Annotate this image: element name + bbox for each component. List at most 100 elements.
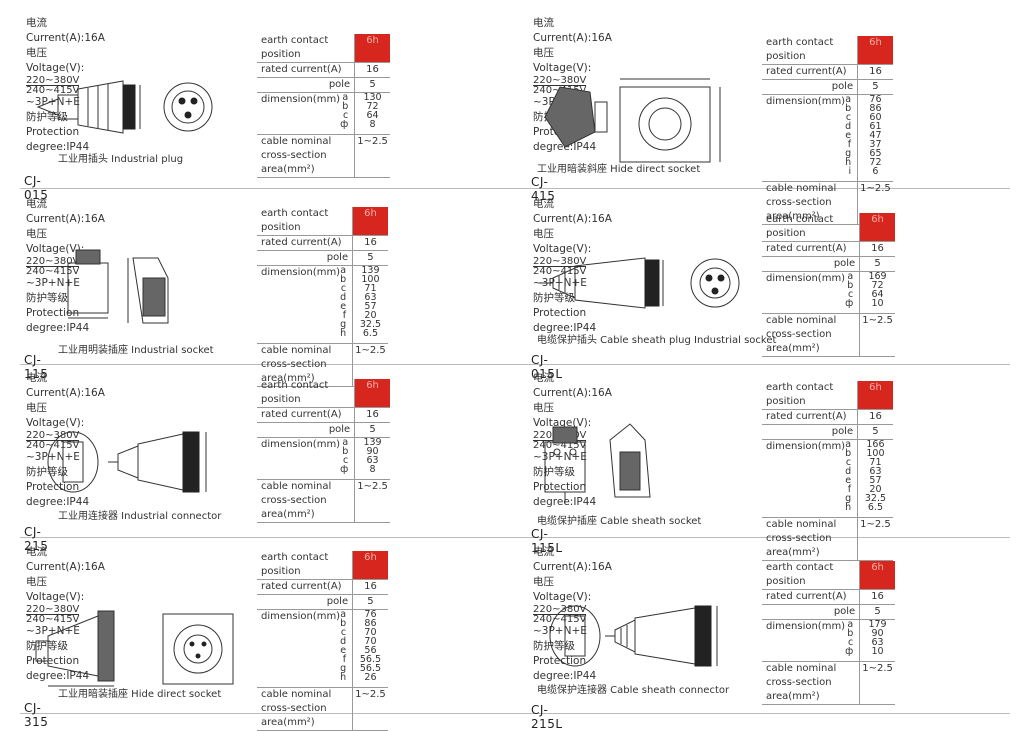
rated-value: 16 <box>859 241 895 257</box>
dimension-letter: c <box>342 455 349 466</box>
model-number: CJ-215 <box>24 525 49 553</box>
dimension-value: 72 <box>366 101 379 112</box>
model-number: CJ-115L <box>531 527 563 555</box>
dimension-letter: ф <box>845 646 854 657</box>
product-caption: 电缆保护插座 Cable sheath socket <box>537 516 702 527</box>
dimension-letter: i <box>848 166 852 177</box>
dimension-letter: a <box>847 271 854 282</box>
cable-value: 1~2.5 <box>859 661 895 705</box>
spec-block: 电流 Current(A):16A 电压 Voltage(V): 220~380… <box>26 16 105 155</box>
rated-row: rated current(A)16 <box>257 407 390 423</box>
dimension-letter: a <box>340 265 347 276</box>
dimension-letter: c <box>340 283 347 294</box>
protection-spec: 防护等级 Protection degree:IP44 <box>26 466 90 508</box>
dimension-value: 71 <box>869 457 882 468</box>
product-caption: 工业用暗装插座 Hide direct socket <box>58 689 222 700</box>
dimension-value: 60 <box>869 112 882 123</box>
spec-block: 电流 Current(A):16A 电压 Voltage(V): 220~380… <box>533 371 612 510</box>
model-number: CJ-415 <box>531 175 556 203</box>
dimension-value: 47 <box>869 130 882 141</box>
dimension-value: 6 <box>872 166 879 177</box>
rated-row: rated current(A)16 <box>762 64 893 80</box>
spec-block: 电流 Current(A):16A 电压 Voltage(V): 220~380… <box>533 545 612 684</box>
rated-value: 16 <box>354 62 390 78</box>
dimension-value: 65 <box>869 148 882 159</box>
dimension-value: 76 <box>869 94 882 105</box>
dimension-value: 70 <box>364 627 377 638</box>
dimension-value: 6.5 <box>867 502 883 513</box>
dimension-value: 56.5 <box>359 654 382 665</box>
dimension-letter: f <box>342 654 347 665</box>
model-number: CJ-015 <box>24 174 49 202</box>
model-number: CJ-215L <box>531 703 563 731</box>
socket-drawing-icon <box>544 423 651 504</box>
protection-spec: 防护等级 Protection degree:IP44 <box>26 292 90 334</box>
dimension-letter: b <box>845 103 852 114</box>
dimension-value: 26 <box>364 672 377 683</box>
dimension-value: 139 <box>363 437 382 448</box>
dimension-value: 63 <box>364 292 377 303</box>
dimension-value: 64 <box>366 110 379 121</box>
dimension-value: 86 <box>869 103 882 114</box>
dimension-value: 90 <box>871 628 884 639</box>
section-divider <box>20 364 1010 365</box>
product-caption: 工业用明装插座 Industrial socket <box>58 345 214 356</box>
spec-block: 电流 Current(A):16A 电压 Voltage(V): 220~380… <box>533 197 612 336</box>
earth-value: 6h <box>354 34 390 63</box>
dimension-value: 72 <box>871 280 884 291</box>
dimension-value: 100 <box>361 274 380 285</box>
dimension-letter: a <box>845 439 852 450</box>
dimension-value: 166 <box>866 439 885 450</box>
current-spec: 电流 Current(A):16A <box>26 17 105 44</box>
connector-drawing-icon <box>549 605 718 667</box>
rated-row: rated current(A)16 <box>257 579 388 595</box>
current-spec: 电流 Current(A):16A <box>533 17 612 44</box>
dimension-value: 57 <box>869 475 882 486</box>
dimension-letter: g <box>845 493 852 504</box>
pole-value: 5 <box>859 604 895 620</box>
earth-value: 6h <box>859 561 895 590</box>
dimension-letter: h <box>340 672 347 683</box>
dimension-letter: g <box>340 663 347 674</box>
dimension-value: 71 <box>364 283 377 294</box>
rated-row: rated current(A)16 <box>257 235 388 251</box>
dimension-value: 61 <box>869 121 882 132</box>
dimension-letter: a <box>340 609 347 620</box>
protection-spec: 防护等级 Protection degree:IP44 <box>26 111 90 153</box>
rated-row: rated current(A)16 <box>762 589 895 605</box>
dimension-letter: b <box>342 446 349 457</box>
earth-value: 6h <box>354 379 390 408</box>
current-spec: 电流 Current(A):16A <box>533 198 612 225</box>
dimension-letter: d <box>845 466 852 477</box>
dimension-letter: ф <box>845 298 854 309</box>
rated-value: 16 <box>354 407 390 423</box>
cable-value: 1~2.5 <box>354 134 390 178</box>
cable-value: 1~2.5 <box>352 687 388 731</box>
product-caption: 工业用暗装斜座 Hide direct socket <box>537 164 701 175</box>
dimension-letter: b <box>340 274 347 285</box>
product-caption: 电缆保护连接器 Cable sheath connector <box>537 685 730 696</box>
dimension-letter: ф <box>340 464 349 475</box>
spec-block: 电流 Current(A):16A 电压 Voltage(V): 220~380… <box>26 371 105 510</box>
pole-value: 5 <box>857 79 893 95</box>
dimension-letter: b <box>342 101 349 112</box>
product-caption: 电缆保护插头 Cable sheath plug Industrial sock… <box>537 335 777 346</box>
